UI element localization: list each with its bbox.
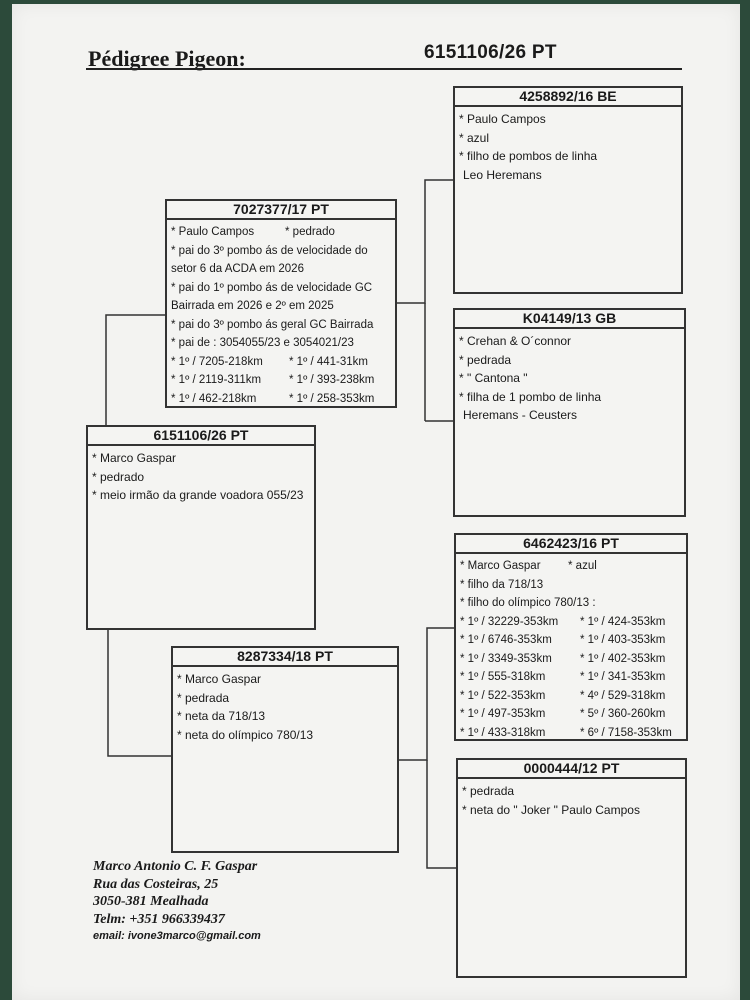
info-line: * 1º / 462-218km: [171, 392, 257, 405]
ring-number: K04149/13 GB: [455, 310, 684, 329]
info-line: * Marco Gaspar: [92, 451, 177, 465]
info-line: * meio irmão da grande voadora 055/23: [92, 488, 304, 502]
breeder-email: email: ivone3marco@gmail.com: [93, 930, 261, 942]
info-line: * 1º / 522-353km: [460, 689, 546, 702]
info-line: * 1º / 32229-353km: [460, 615, 559, 628]
info-line-col2: * 1º / 402-353km: [580, 652, 666, 665]
info-line: * pai do 3º pombo ás de velocidade do: [171, 244, 368, 257]
info-line: Leo Heremans: [463, 167, 542, 182]
info-line-col2: * pedrado: [285, 226, 335, 238]
info-line: * 1º / 2119-311km: [171, 374, 262, 386]
info-line: * 1º / 6746-353km: [460, 634, 552, 646]
title-underline: [86, 68, 682, 70]
info-line: * 1º / 433-318km: [460, 726, 546, 739]
pedigree-box-sire-dam: K04149/13 GB * Crehan & O´connor * pedra…: [453, 308, 686, 517]
info-line-col2: * 1º / 403-353km: [580, 634, 666, 646]
info-line: Bairrada em 2026 e 2º em 2025: [171, 300, 334, 312]
pedigree-box-dam: 8287334/18 PT * Marco Gaspar * pedrada *…: [171, 646, 399, 853]
info-line-col2: * azul: [568, 560, 597, 572]
ring-number: 6462423/16 PT: [456, 535, 686, 554]
pedigree-box-sire: 7027377/17 PT * Paulo Campos * pedrado * …: [165, 199, 397, 408]
info-line: * neta da 718/13: [177, 709, 266, 723]
info-line: * filha de 1 pombo de linha: [459, 389, 602, 404]
info-line-col2: * 1º / 441-31km: [289, 355, 368, 368]
info-line: * pedrada: [459, 352, 512, 367]
info-line: * 1º / 7205-218km: [171, 355, 263, 368]
breeder-phone: Telm: +351 966339437: [93, 911, 225, 927]
connector-subject-sire: [105, 314, 166, 427]
ring-number: 0000444/12 PT: [458, 760, 685, 779]
info-line-col2: * 1º / 393-238km: [289, 374, 375, 386]
breeder-name: Marco Antonio C. F. Gaspar: [93, 859, 258, 874]
info-line-col2: * 4º / 529-318km: [580, 689, 666, 702]
info-line: * pai do 3º pombo ás geral GC Bairrada: [171, 318, 374, 331]
pedigree-box-dam-sire: 6462423/16 PT * Marco Gaspar * azul * fil…: [454, 533, 688, 741]
info-line: * neta do " Joker " Paulo Campos: [462, 802, 640, 817]
info-line: * Crehan & O´connor: [459, 334, 572, 348]
header-ring-number: 6151106/26 PT: [424, 42, 557, 63]
info-line: setor 6 da ACDA em 2026: [171, 263, 304, 275]
info-line: * Paulo Campos: [171, 226, 255, 238]
connector-sire-parents: [397, 179, 454, 304]
ring-number: 8287334/18 PT: [173, 648, 397, 667]
breeder-street: Rua das Costeiras, 25: [93, 876, 219, 892]
info-line: * filho da 718/13: [460, 578, 544, 591]
breeder-city: 3050-381 Mealhada: [93, 894, 209, 909]
info-line: * pedrado: [92, 469, 145, 484]
info-line: * pedrada: [177, 690, 230, 705]
info-line-col2: * 1º / 424-353km: [580, 615, 666, 628]
info-line: * 1º / 555-318km: [460, 671, 546, 683]
info-line: Heremans - Ceusters: [463, 408, 578, 422]
info-line: * pedrada: [462, 784, 515, 798]
ring-number: 6151106/26 PT: [88, 427, 314, 446]
info-line: * neta do olímpico 780/13: [177, 727, 314, 742]
connector-subject-dam: [107, 630, 172, 757]
info-line: * Marco Gaspar: [460, 560, 541, 572]
info-line: * 1º / 497-353km: [460, 708, 546, 720]
info-line: * pai de : 3054055/23 e 3054021/23: [171, 337, 354, 349]
info-line-col2: * 5º / 360-260km: [580, 708, 666, 720]
info-line: * pai do 1º pombo ás de velocidade GC: [171, 281, 373, 294]
breeder-contact: Marco Antonio C. F. Gaspar Rua das Coste…: [93, 858, 261, 944]
ring-number: 7027377/17 PT: [167, 201, 395, 220]
info-line-col2: * 6º / 7158-353km: [580, 726, 672, 739]
info-line: * " Cantona ": [459, 371, 528, 385]
info-line-col2: * 1º / 341-353km: [580, 671, 666, 683]
pedigree-box-subject: 6151106/26 PT * Marco Gaspar * pedrado *…: [86, 425, 316, 630]
page-title: Pédigree Pigeon:: [88, 46, 246, 71]
connector-dam-dam: [426, 760, 457, 869]
info-line: * filho de pombos de linha: [459, 149, 598, 163]
connector-dam-parents: [399, 627, 455, 761]
pedigree-box-sire-sire: 4258892/16 BE * Paulo Campos * azul * fi…: [453, 86, 683, 294]
info-line: * Marco Gaspar: [177, 672, 262, 686]
info-line-col2: * 1º / 258-353km: [289, 392, 375, 405]
info-line: * 1º / 3349-353km: [460, 652, 552, 665]
info-line: * filho do olímpico 780/13 :: [460, 597, 596, 609]
pedigree-box-dam-dam: 0000444/12 PT * pedrada * neta do " Joke…: [456, 758, 687, 978]
ring-number: 4258892/16 BE: [455, 88, 681, 107]
info-line: * azul: [459, 130, 490, 145]
info-line: * Paulo Campos: [459, 112, 546, 126]
